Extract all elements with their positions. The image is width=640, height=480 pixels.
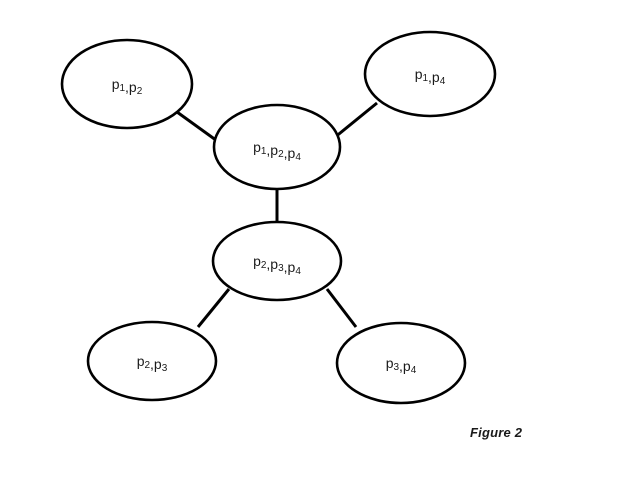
nodes-group: p1,p2 p1,p4 p1,p2,p4 p2,p3,p4 p2,p3 p3,p4 — [60, 30, 497, 405]
edge-p1p2-p1p2p4 — [176, 110, 221, 145]
node-shape-p1p2p4[interactable] — [212, 103, 342, 191]
node-shape-p1p2[interactable] — [60, 38, 194, 130]
node-shape-p1p4[interactable] — [363, 30, 497, 118]
edge-p2p3p4-p2p3 — [196, 288, 231, 328]
node-label-p2p3p4: p2,p3,p4 — [253, 253, 301, 277]
node-p2p3p4[interactable]: p2,p3,p4 — [211, 220, 343, 302]
edges-group — [176, 101, 378, 328]
node-p1p2[interactable]: p1,p2 — [60, 38, 194, 130]
node-label-p1p4: p1,p4 — [415, 66, 446, 87]
node-shape-p2p3p4[interactable] — [211, 220, 343, 302]
node-label-p1p2: p1,p2 — [112, 76, 143, 97]
edge-p1p2p4-p1p4 — [333, 101, 378, 140]
figure-caption: Figure 2 — [470, 425, 523, 440]
node-label-p3p4: p3,p4 — [386, 355, 417, 376]
edge-p2p3p4-p3p4 — [325, 288, 358, 328]
node-label-p2p3: p2,p3 — [137, 353, 168, 374]
node-p3p4[interactable]: p3,p4 — [335, 321, 467, 405]
node-shape-p2p3[interactable] — [86, 320, 218, 402]
node-label-p1p2p4: p1,p2,p4 — [253, 139, 301, 163]
node-p2p3[interactable]: p2,p3 — [86, 320, 218, 402]
node-shape-p3p4[interactable] — [335, 321, 467, 405]
node-p1p2p4[interactable]: p1,p2,p4 — [212, 103, 342, 191]
node-p1p4[interactable]: p1,p4 — [363, 30, 497, 118]
